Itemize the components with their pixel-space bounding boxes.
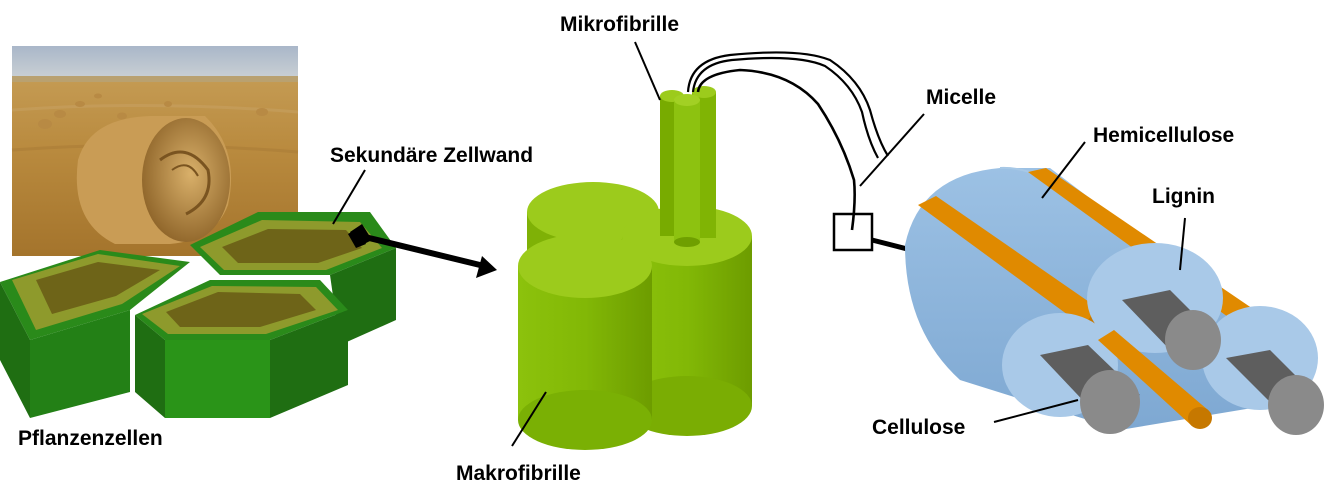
micelle-strands	[688, 52, 888, 230]
label-makrofibrille: Makrofibrille	[456, 463, 581, 484]
lignocellulose-composite	[905, 168, 1324, 435]
label-mikrofibrille: Mikrofibrille	[560, 14, 679, 35]
label-pflanzenzellen: Pflanzenzellen	[18, 428, 163, 449]
mikrofibrille-rods	[660, 86, 716, 247]
label-lignin: Lignin	[1152, 186, 1215, 207]
makrofibrille-bundle	[518, 86, 752, 450]
hay-bale-icon	[77, 116, 231, 244]
label-cellulose: Cellulose	[872, 417, 965, 438]
label-sekundaere-zellwand: Sekundäre Zellwand	[330, 145, 533, 166]
label-hemicellulose: Hemicellulose	[1093, 125, 1234, 146]
label-micelle: Micelle	[926, 87, 996, 108]
